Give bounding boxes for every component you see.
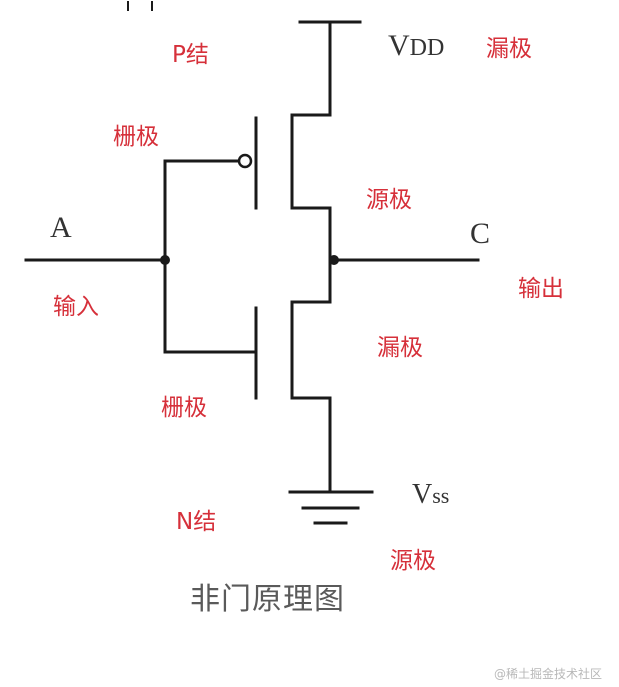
- annotation-drain-bottom: 漏极: [377, 335, 423, 361]
- annotation-input: 输入: [53, 294, 99, 320]
- input-terminal-label: A: [50, 211, 72, 244]
- input-junction-dot: [160, 255, 170, 265]
- annotation-source-top: 源极: [366, 187, 412, 213]
- vdd-label: VDD: [388, 31, 444, 61]
- annotation-p-junction: P结: [172, 42, 209, 68]
- output-junction-dot: [329, 255, 339, 265]
- pmos-bubble: [237, 153, 253, 169]
- diagram-caption: 非门原理图: [190, 582, 345, 617]
- watermark: @稀土掘金技术社区: [494, 667, 603, 681]
- annotation-n-junction: N结: [176, 509, 217, 535]
- output-terminal-label: C: [470, 217, 491, 250]
- vdd-label-sub: DD: [409, 35, 445, 61]
- annotation-drain-top: 漏极: [486, 36, 532, 62]
- annotation-gate-bottom: 栅极: [161, 395, 207, 421]
- vss-label-main: V: [412, 479, 433, 510]
- annotation-output: 输出: [518, 276, 564, 302]
- vss-label: VSS: [412, 481, 449, 509]
- annotation-gate-top: 栅极: [113, 124, 159, 150]
- annotation-source-bottom: 源极: [390, 548, 436, 574]
- vss-label-sub: SS: [432, 483, 450, 508]
- vdd-label-main: V: [388, 29, 410, 62]
